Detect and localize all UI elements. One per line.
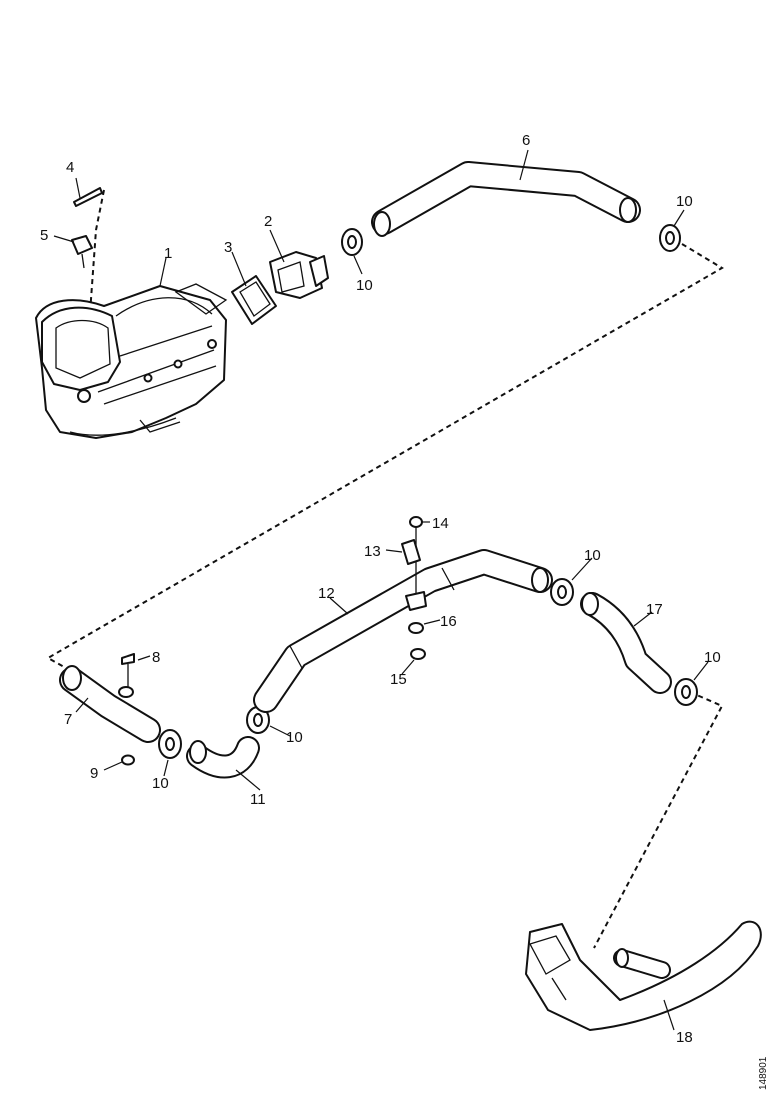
callout-2: 2 <box>264 213 272 230</box>
callout-8: 8 <box>152 649 160 666</box>
upper-hose <box>371 161 641 237</box>
gasket <box>231 275 277 325</box>
callout-10a: 10 <box>676 193 693 210</box>
callout-10d: 10 <box>286 729 303 746</box>
callout-12: 12 <box>318 585 335 602</box>
hose-17 <box>580 592 672 694</box>
bolt <box>118 653 135 698</box>
dashed-connection-line <box>45 243 724 669</box>
mounting-bracket <box>401 539 421 565</box>
callout-17: 17 <box>646 601 663 618</box>
callout-13: 13 <box>364 543 381 560</box>
callout-14: 14 <box>432 515 449 532</box>
callout-1: 1 <box>164 245 172 262</box>
callout-16: 16 <box>440 613 457 630</box>
callout-10f: 10 <box>704 649 721 666</box>
hose-clamp <box>550 578 574 606</box>
hose-clamp <box>246 706 270 734</box>
clip <box>405 591 427 611</box>
nut <box>410 648 426 660</box>
hose-clamp <box>659 224 681 252</box>
callout-5: 5 <box>40 227 48 244</box>
callout-15: 15 <box>390 671 407 688</box>
callout-10c: 10 <box>152 775 169 792</box>
intake-manifold <box>35 283 228 439</box>
callout-10e: 10 <box>584 547 601 564</box>
callout-9: 9 <box>90 765 98 782</box>
callout-7: 7 <box>64 711 72 728</box>
elbow-hose <box>186 736 260 779</box>
dashed-connection-line <box>593 691 724 949</box>
long-hose <box>253 549 553 713</box>
air-cleaner-housing <box>525 920 762 1031</box>
hose-clamp <box>674 678 698 706</box>
callout-6: 6 <box>522 132 530 149</box>
outlet-adapter <box>269 251 329 299</box>
nut <box>121 754 135 766</box>
dashed-connection-line <box>83 189 105 397</box>
callout-10b: 10 <box>356 277 373 294</box>
hose-7 <box>59 665 161 743</box>
callout-11: 11 <box>250 791 266 808</box>
hose-clamp <box>158 729 182 759</box>
document-id: 148901 <box>758 1056 769 1090</box>
callout-3: 3 <box>224 239 232 256</box>
callout-18: 18 <box>676 1029 693 1046</box>
bolt <box>71 235 93 269</box>
screw <box>73 187 103 207</box>
hose-clamp <box>341 228 363 256</box>
callout-4: 4 <box>66 159 74 176</box>
washer <box>408 622 424 634</box>
